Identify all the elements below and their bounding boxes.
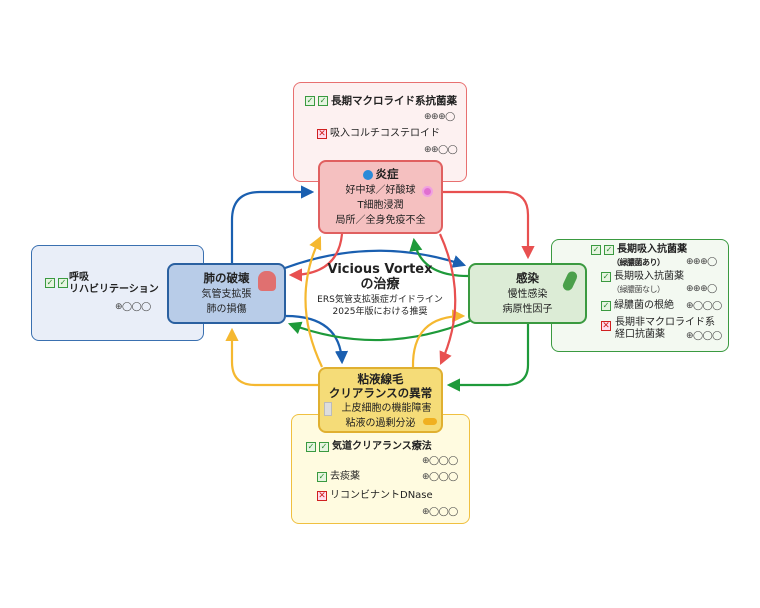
arrow-mucus-to-infection <box>411 309 466 368</box>
arrow-lung-to-infection <box>284 249 467 270</box>
check-icon: ✓ <box>318 96 328 106</box>
rec-item: ✓✓気道クリアランス療法 <box>306 441 432 452</box>
check-icon: ✓ <box>591 245 601 255</box>
arrow-infection-to-inflammation <box>409 237 469 278</box>
rec-item: ✓✓長期マクロライド系抗菌薬 <box>305 95 457 107</box>
cell-icon <box>362 169 373 180</box>
rec-label: 吸入コルチコステロイド <box>330 128 440 139</box>
rec-item: ✓長期吸入抗菌薬 <box>601 271 684 282</box>
cross-icon: ✕ <box>317 129 327 139</box>
mucus-icon <box>423 418 437 425</box>
evidence-grade: ⊕◯◯◯ <box>686 301 722 311</box>
check-icon: ✓ <box>306 442 316 452</box>
lung-icon <box>258 271 276 291</box>
node-line: 局所／全身免疫不全 <box>335 215 426 226</box>
node-inflammation: 炎症 好中球／好酸球 T細胞浸潤 局所／全身免疫不全 <box>318 160 443 234</box>
arrow-infection-to-mucus <box>446 324 530 392</box>
rec-item: ✕吸入コルチコステロイド <box>317 128 440 140</box>
node-mucociliary-clearance: 粘液線毛クリアランスの異常 上皮細胞の機能障害 粘液の過剰分泌 <box>318 367 443 433</box>
evidence-grade: ⊕⊕◯◯ <box>424 145 458 155</box>
rec-label: 長期マクロライド系抗菌薬 <box>331 95 457 107</box>
evidence-grade: ⊕⊕⊕◯ <box>424 112 455 122</box>
check-icon: ✓ <box>45 278 55 288</box>
title: Vicious Vortex <box>327 262 433 277</box>
rec-item: ✓緑膿菌の根絶 <box>601 300 674 311</box>
arrow-lung-to-mucus <box>285 314 349 365</box>
rec-label: 呼吸リハビリテーション <box>69 272 159 295</box>
node-line: 慢性感染 <box>507 289 548 300</box>
arrow-inflammation-to-infection <box>443 190 535 260</box>
rec-label: 長期非マクロライド系経口抗菌薬 <box>615 317 715 340</box>
rec-sublabel: （緑膿菌なし） <box>612 285 665 294</box>
rec-item: ✓去痰薬 <box>317 471 360 482</box>
eosinophil-icon <box>422 186 433 197</box>
node-lung-destruction: 肺の破壊 気管支拡張 肺の損傷 <box>167 263 286 324</box>
node-line: 好中球／好酸球 <box>345 185 416 196</box>
evidence-grade: ⊕◯◯◯ <box>422 472 458 482</box>
evidence-grade: ⊕⊕⊕◯ <box>686 257 717 267</box>
arrow-mucus-to-inflammation <box>304 236 323 368</box>
cross-icon: ✕ <box>317 491 327 501</box>
arrow-lung-to-inflammation <box>230 185 315 263</box>
evidence-grade: ⊕◯◯◯ <box>422 456 458 466</box>
check-icon: ✓ <box>601 301 611 311</box>
node-infection: 感染 慢性感染 病原性因子 <box>468 263 587 324</box>
subtitle: ERS気管支拡張症ガイドライン <box>317 295 443 305</box>
evidence-grade: ⊕⊕⊕◯ <box>686 284 717 294</box>
rec-item: ✓✓ <box>45 277 68 289</box>
check-icon: ✓ <box>319 442 329 452</box>
node-line: T細胞浸潤 <box>357 200 404 211</box>
rec-item: ✕リコンビナントDNase <box>317 490 433 501</box>
epithelial-cell-icon <box>324 402 332 416</box>
rec-sublabel: （緑膿菌あり） <box>612 258 665 267</box>
evidence-grade: ⊕◯◯◯ <box>115 302 151 312</box>
arrow-mucus-to-lung <box>225 327 318 387</box>
arrow-inflammation-to-lung <box>288 233 344 282</box>
node-line: 粘液の過剰分泌 <box>345 418 416 429</box>
evidence-grade: ⊕◯◯◯ <box>686 331 722 341</box>
subtitle: 2025年版における推奨 <box>332 307 428 317</box>
node-line: 病原性因子 <box>502 304 553 315</box>
arrow-infection-to-lung <box>287 318 473 342</box>
title: の治療 <box>360 277 400 292</box>
node-line: 気管支拡張 <box>201 289 252 300</box>
node-line: 上皮細胞の機能障害 <box>341 403 432 414</box>
rec-item: ✓✓長期吸入抗菌薬 <box>591 244 687 255</box>
check-icon: ✓ <box>601 272 611 282</box>
node-line: 肺の損傷 <box>206 304 247 315</box>
check-icon: ✓ <box>604 245 614 255</box>
check-icon: ✓ <box>317 472 327 482</box>
check-icon: ✓ <box>58 278 68 288</box>
rec-item: ✕ <box>601 320 611 332</box>
center-title: Vicious Vortex の治療 ERS気管支拡張症ガイドライン 2025年… <box>300 262 460 318</box>
evidence-grade: ⊕◯◯◯ <box>422 507 458 517</box>
arrow-inflammation-to-mucus <box>438 233 457 365</box>
cross-icon: ✕ <box>601 321 611 331</box>
check-icon: ✓ <box>305 96 315 106</box>
